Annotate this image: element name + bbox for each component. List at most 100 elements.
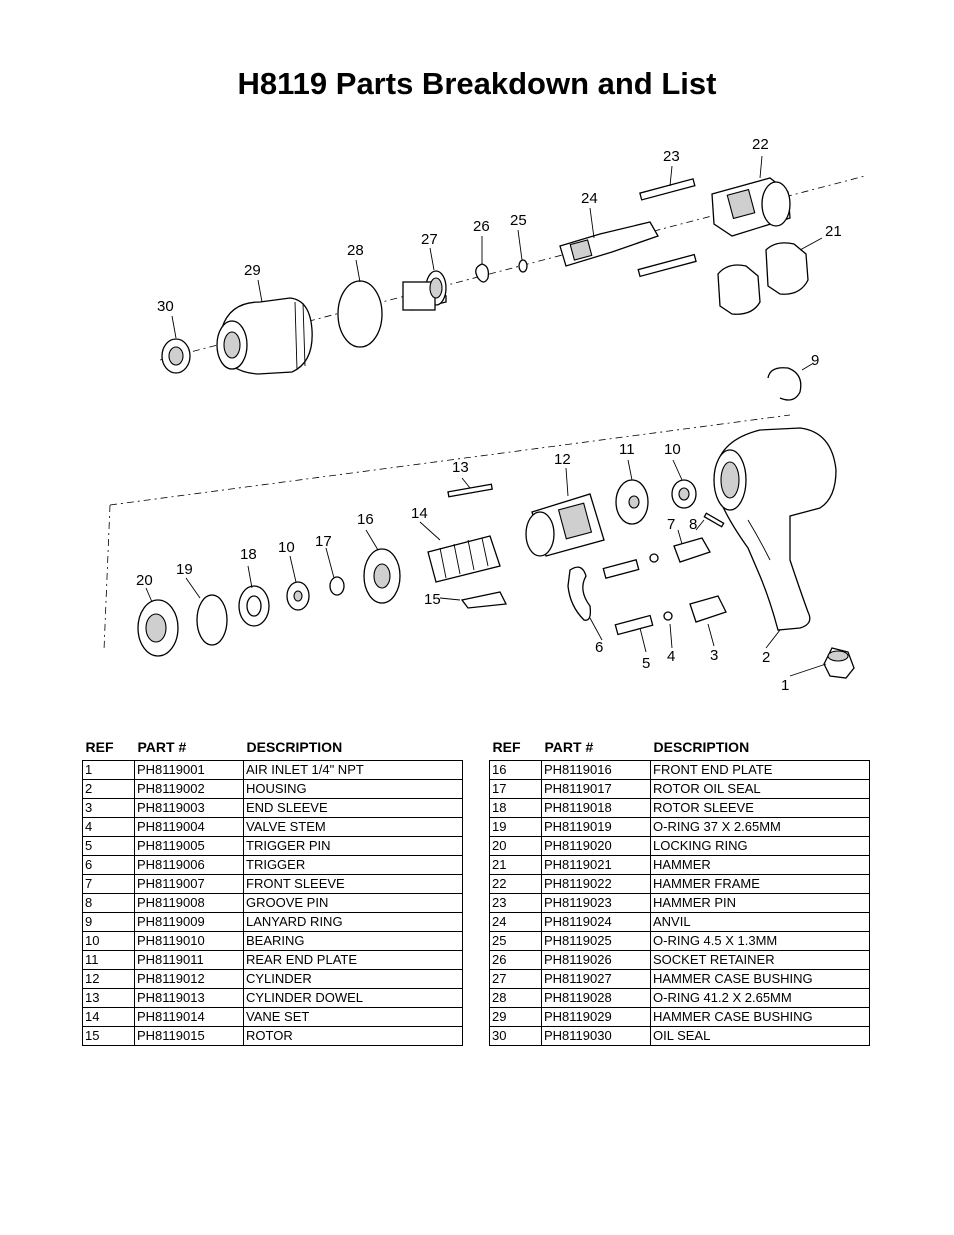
cell-description: BEARING <box>243 931 463 951</box>
cell-part-number: PH8119010 <box>134 931 244 951</box>
callout-17: 17 <box>315 533 332 550</box>
cell-part-number: PH8119027 <box>541 969 651 989</box>
cell-part-number: PH8119029 <box>541 1007 651 1027</box>
part-vane-15 <box>460 591 508 609</box>
cell-part-number: PH8119014 <box>134 1007 244 1027</box>
cell-part-number: PH8119023 <box>541 893 651 913</box>
cell-part-number: PH8119017 <box>541 779 651 799</box>
callout-10: 10 <box>278 539 295 556</box>
callout-2: 2 <box>762 649 770 666</box>
part-locking-ring-20 <box>137 599 179 657</box>
cell-ref: 4 <box>82 817 135 837</box>
cell-part-number: PH8119008 <box>134 893 244 913</box>
cell-ref: 30 <box>489 1026 542 1046</box>
cell-ref: 29 <box>489 1007 542 1027</box>
cell-part-number: PH8119003 <box>134 798 244 818</box>
cell-ref: 6 <box>82 855 135 875</box>
callout-22: 22 <box>752 136 769 153</box>
cell-ref: 28 <box>489 988 542 1008</box>
cell-ref: 17 <box>489 779 542 799</box>
exploded-parts-diagram: 1 2 3 4 5 6 7 8 9 10 10 11 12 13 14 15 1… <box>103 136 866 694</box>
part-oil-seal-30 <box>161 338 191 374</box>
cell-part-number: PH8119006 <box>134 855 244 875</box>
part-trigger-pin-5 <box>602 558 640 580</box>
callout-10-top: 10 <box>664 441 681 458</box>
callout-29: 29 <box>244 262 261 279</box>
callout-14: 14 <box>411 505 428 522</box>
part-rotor-oil-seal-17 <box>329 576 345 596</box>
callout-5: 5 <box>642 655 650 672</box>
header-part: PART # <box>137 739 187 755</box>
cell-ref: 24 <box>489 912 542 932</box>
part-bushing-27 <box>402 270 447 311</box>
cell-part-number: PH8119007 <box>134 874 244 894</box>
assembly-axis-drop <box>103 504 111 651</box>
cell-description: END SLEEVE <box>243 798 463 818</box>
cell-part-number: PH8119020 <box>541 836 651 856</box>
cell-ref: 26 <box>489 950 542 970</box>
cell-description: VALVE STEM <box>243 817 463 837</box>
part-front-end-plate-16 <box>363 548 401 604</box>
cell-part-number: PH8119012 <box>134 969 244 989</box>
cell-description: HOUSING <box>243 779 463 799</box>
callout-27: 27 <box>421 231 438 248</box>
assembly-axis-lower <box>109 414 791 506</box>
cell-description: HAMMER CASE BUSHING <box>650 1007 870 1027</box>
cell-ref: 22 <box>489 874 542 894</box>
cell-ref: 11 <box>82 950 135 970</box>
part-end-sleeve-3 <box>689 595 727 623</box>
header-ref: REF <box>85 739 114 755</box>
callout-24: 24 <box>581 190 598 207</box>
cell-description: O-RING 41.2 X 2.65MM <box>650 988 870 1008</box>
cell-description: FRONT END PLATE <box>650 760 870 780</box>
callout-26: 26 <box>473 218 490 235</box>
part-socket-retainer-26 <box>475 263 490 283</box>
cell-description: ROTOR <box>243 1026 463 1046</box>
cell-part-number: PH8119002 <box>134 779 244 799</box>
cell-description: GROOVE PIN <box>243 893 463 913</box>
callout-1: 1 <box>781 677 789 694</box>
cell-ref: 10 <box>82 931 135 951</box>
cell-description: HAMMER CASE BUSHING <box>650 969 870 989</box>
header-part: PART # <box>544 739 594 755</box>
part-rear-end-plate-11 <box>615 479 649 525</box>
cell-part-number: PH8119004 <box>134 817 244 837</box>
cell-ref: 15 <box>82 1026 135 1046</box>
cell-ref: 21 <box>489 855 542 875</box>
part-hammer-case-29 <box>216 297 313 375</box>
cell-ref: 5 <box>82 836 135 856</box>
cell-description: LANYARD RING <box>243 912 463 932</box>
cell-part-number: PH8119024 <box>541 912 651 932</box>
cell-ref: 18 <box>489 798 542 818</box>
cell-description: REAR END PLATE <box>243 950 463 970</box>
cell-part-number: PH8119009 <box>134 912 244 932</box>
callout-4: 4 <box>667 648 675 665</box>
cell-ref: 7 <box>82 874 135 894</box>
part-trigger-6 <box>567 566 592 621</box>
page-title: H8119 Parts Breakdown and List <box>237 66 717 101</box>
cell-part-number: PH8119015 <box>134 1026 244 1046</box>
cell-ref: 1 <box>82 760 135 780</box>
cell-part-number: PH8119026 <box>541 950 651 970</box>
callout-19: 19 <box>176 561 193 578</box>
callout-16: 16 <box>357 511 374 528</box>
part-bearing-10 <box>286 581 310 611</box>
